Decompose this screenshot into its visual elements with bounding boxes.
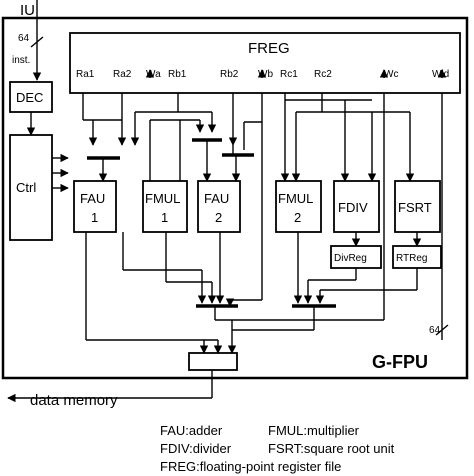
fau2-num: 2 (215, 210, 222, 225)
g-fpu-boundary (1, 16, 469, 380)
bus-slash-right (435, 324, 449, 336)
divreg-label: DivReg (334, 253, 367, 264)
freg-port-wc: Wc (384, 69, 398, 80)
ctrl-box (9, 134, 53, 241)
fsrt-label: FSRT (398, 200, 432, 215)
freg-port-ra2: Ra2 (113, 69, 132, 80)
bus-width-right: 64 (429, 325, 441, 336)
freg-label: FREG (248, 40, 290, 57)
ctrl-output-arrows (52, 153, 69, 193)
fmul1-box (142, 180, 188, 233)
fmul2-num: 2 (294, 210, 301, 225)
fau2-box (197, 180, 241, 233)
iu-label: IU (20, 2, 35, 19)
fmul1-name: FMUL (145, 191, 180, 206)
legend: FAU:adder FMUL:multiplier FDIV:divider F… (160, 423, 395, 474)
g-fpu-title: G-FPU (372, 352, 428, 372)
freg-port-rb2: Rb2 (220, 69, 239, 80)
freg-port-wb: Wb (258, 69, 273, 80)
mux-to-output-wires (85, 232, 315, 354)
fdiv-label: FDIV (338, 200, 368, 215)
read-port-wires (82, 93, 415, 182)
mux-to-unit-wires (98, 140, 241, 182)
freg-port-wld: Wld (432, 69, 449, 80)
legend-item-fmul: FMUL:multiplier (268, 423, 360, 438)
legend-item-fdiv: FDIV:divider (160, 441, 232, 456)
fau2-name: FAU (204, 191, 229, 206)
writeback-wires (122, 69, 447, 340)
data-memory-label: data memory (30, 392, 118, 409)
freg-port-rb1: Rb1 (168, 69, 187, 80)
fau1-box (73, 180, 117, 233)
fmul2-name: FMUL (278, 191, 313, 206)
freg-port-ra1: Ra1 (76, 69, 95, 80)
dec-box (9, 81, 53, 113)
fmul1-num: 1 (161, 210, 168, 225)
bus-width-top: 64 (18, 33, 30, 44)
fau1-num: 1 (91, 210, 98, 225)
freg-port-rc1: Rc1 (280, 69, 298, 80)
freg-box (69, 32, 461, 94)
fau1-name: FAU (80, 191, 105, 206)
freg-port-wa: Wa (146, 69, 161, 80)
legend-item-fau: FAU:adder (160, 423, 223, 438)
legend-item-freg: FREG:floating-point register file (160, 459, 341, 474)
rtreg-label: RTReg (396, 253, 428, 264)
bus-slash-top (30, 36, 44, 48)
legend-item-fsrt: FSRT:square root unit (268, 441, 395, 456)
ctrl-label: Ctrl (16, 180, 36, 195)
bus-label-top: inst. (12, 55, 30, 66)
output-buffer (188, 352, 238, 371)
dec-label: DEC (16, 90, 43, 105)
freg-port-rc2: Rc2 (314, 69, 332, 80)
